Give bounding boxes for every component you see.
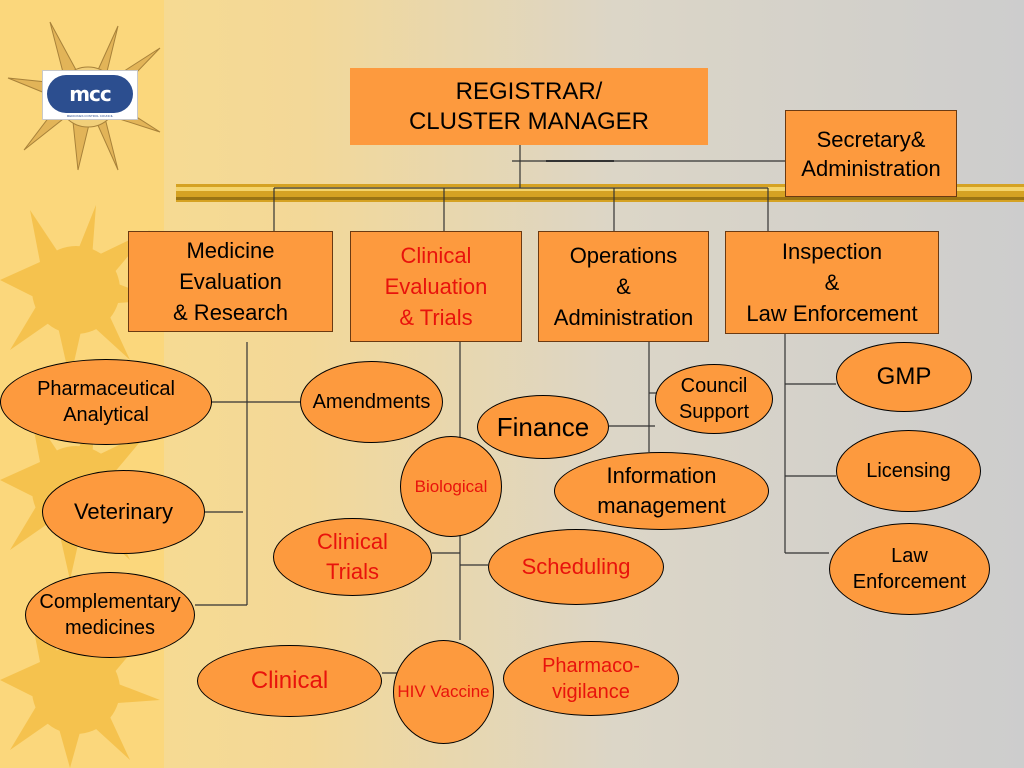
pharmacovigilance-line1: Pharmaco-: [542, 654, 640, 677]
complementary-line2: medicines: [64, 617, 156, 639]
medicine-line1: Medicine: [186, 238, 275, 263]
logo-subtitle: MEDICINES CONTROL COUNCIL: [66, 114, 114, 118]
inspection-line3: Law Enforcement: [746, 301, 918, 326]
scheduling-label: Scheduling: [521, 554, 631, 579]
information-line2: management: [597, 493, 726, 518]
header-bar-highlight: [176, 187, 1024, 191]
veterinary-label: Veterinary: [73, 499, 174, 524]
secretary-line2: Administration: [801, 155, 941, 181]
law-enforcement-line1: Law: [891, 545, 928, 567]
medicine-evaluation-box: Medicine Evaluation & Research: [128, 231, 333, 332]
pharmaceutical-line1: Pharmaceutical: [37, 378, 175, 400]
secretary-box: Secretary& Administration: [785, 110, 957, 197]
registrar-line1: REGISTRAR/: [455, 77, 603, 105]
finance-label: Finance: [496, 411, 590, 442]
clinical-evaluation-box: Clinical Evaluation & Trials: [350, 231, 522, 342]
council-support-line1: Council: [680, 375, 748, 397]
biological-node: Biological: [400, 436, 502, 537]
operations-box: Operations & Administration: [538, 231, 709, 342]
complementary-line1: Complementary: [39, 591, 181, 613]
hiv-vaccine-node: HIV Vaccine: [393, 640, 494, 744]
licensing-label: Licensing: [866, 459, 951, 482]
scheduling-node: Scheduling: [488, 529, 664, 605]
finance-node: Finance: [477, 395, 609, 459]
header-bar-shadow: [176, 197, 1024, 200]
operations-line2: &: [616, 274, 631, 299]
law-enforcement-line2: Enforcement: [852, 571, 967, 593]
clinical-trials-line1: Clinical: [317, 529, 388, 554]
council-support-line2: Support: [678, 401, 750, 423]
law-enforcement-node: Law Enforcement: [829, 523, 990, 615]
mcc-logo: mcc MEDICINES CONTROL COUNCIL: [42, 70, 138, 120]
clinical-trials-node: Clinical Trials: [273, 518, 432, 596]
amendments-node: Amendments: [300, 361, 443, 443]
secretary-line1: Secretary&: [816, 126, 926, 152]
pharmaceutical-analytical-node: Pharmaceutical Analytical: [0, 359, 212, 445]
clinical-node: Clinical: [197, 645, 382, 717]
clinical-line3: & Trials: [399, 305, 473, 330]
operations-line1: Operations: [569, 243, 678, 268]
medicine-line2: Evaluation: [179, 269, 282, 294]
pharmaceutical-line2: Analytical: [63, 404, 149, 426]
amendments-label: Amendments: [312, 390, 431, 413]
inspection-line2: &: [824, 270, 840, 295]
gmp-node: GMP: [836, 342, 972, 412]
sun-icon: [0, 205, 160, 380]
logo-mark: mcc: [47, 75, 133, 113]
registrar-box: REGISTRAR/ CLUSTER MANAGER: [350, 68, 708, 145]
clinical-line1: Clinical: [400, 243, 472, 268]
registrar-line2: CLUSTER MANAGER: [408, 107, 650, 135]
operations-line3: Administration: [553, 305, 694, 330]
pharmacovigilance-node: Pharmaco- vigilance: [503, 641, 679, 716]
hiv-vaccine-label: HIV Vaccine: [397, 682, 490, 701]
biological-label: Biological: [414, 476, 488, 496]
information-management-node: Information management: [554, 452, 769, 530]
information-line1: Information: [606, 463, 717, 488]
complementary-medicines-node: Complementary medicines: [25, 572, 195, 658]
clinical-trials-line2: Trials: [326, 559, 379, 584]
licensing-node: Licensing: [836, 430, 981, 512]
inspection-box: Inspection & Law Enforcement: [725, 231, 939, 334]
clinical-label: Clinical: [250, 667, 329, 694]
clinical-line2: Evaluation: [384, 274, 488, 299]
veterinary-node: Veterinary: [42, 470, 205, 554]
inspection-line1: Inspection: [781, 239, 883, 264]
gmp-label: GMP: [876, 363, 932, 390]
medicine-line3: & Research: [173, 300, 288, 325]
pharmacovigilance-line2: vigilance: [552, 680, 630, 703]
council-support-node: Council Support: [655, 364, 773, 434]
